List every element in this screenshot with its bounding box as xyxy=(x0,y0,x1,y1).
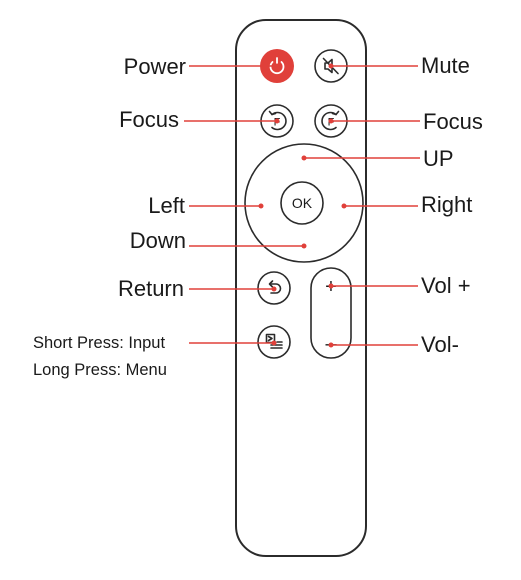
return-icon xyxy=(268,280,282,294)
label-vol-up: Vol + xyxy=(421,273,471,298)
label-long-press: Long Press: Menu xyxy=(33,361,167,379)
ok-label: OK xyxy=(292,195,313,211)
dpad-down[interactable] xyxy=(299,248,309,262)
label-short-press: Short Press: Input xyxy=(33,334,165,352)
label-focus-right: Focus xyxy=(423,109,483,134)
label-left: Left xyxy=(148,193,185,218)
label-focus-left: Focus xyxy=(119,107,179,132)
label-vol-down: Vol- xyxy=(421,332,459,357)
label-power: Power xyxy=(124,54,186,79)
volume-rocker xyxy=(310,267,352,359)
label-mute: Mute xyxy=(421,53,470,78)
label-up: UP xyxy=(423,146,454,171)
vol-down-button[interactable]: – xyxy=(311,320,351,358)
label-down: Down xyxy=(130,228,186,253)
leader-lines xyxy=(184,63,420,348)
ok-button[interactable]: OK xyxy=(280,181,324,225)
label-return: Return xyxy=(118,276,184,301)
label-right: Right xyxy=(421,192,472,217)
